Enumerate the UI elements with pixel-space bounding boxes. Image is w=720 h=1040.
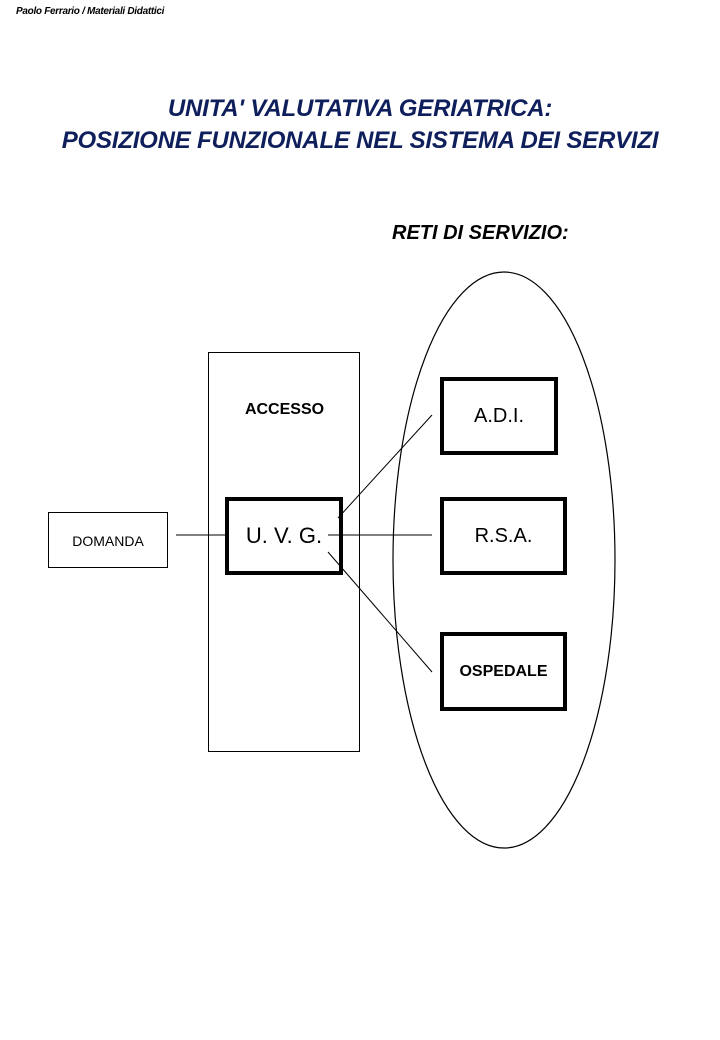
title-line-1: UNITA' VALUTATIVA GERIATRICA: bbox=[167, 95, 553, 122]
access-label: ACCESSO bbox=[244, 401, 325, 418]
demand-label: DOMANDA bbox=[72, 532, 144, 549]
author-caption: Paolo Ferrario / Materiali Didattici bbox=[16, 6, 165, 17]
adi-label: A.D.I. bbox=[473, 404, 524, 427]
connector-uvg-adi bbox=[337, 414, 433, 519]
networks-heading: RETI DI SERVIZIO: bbox=[392, 222, 569, 244]
access-box bbox=[208, 352, 360, 752]
rsa-box bbox=[440, 497, 567, 575]
ospedale-box bbox=[440, 632, 567, 711]
title-line-2: POSIZIONE FUNZIONALE NEL SISTEMA DEI SER… bbox=[61, 127, 659, 154]
adi-box bbox=[440, 377, 558, 455]
uvg-label: U. V. G. bbox=[245, 523, 323, 548]
demand-box bbox=[48, 512, 168, 568]
connector-uvg-ospedale bbox=[327, 551, 433, 673]
uvg-box bbox=[225, 497, 343, 575]
service-network-ellipse bbox=[392, 271, 616, 849]
rsa-label: R.S.A. bbox=[474, 524, 533, 547]
ospedale-label: OSPEDALE bbox=[459, 662, 548, 680]
